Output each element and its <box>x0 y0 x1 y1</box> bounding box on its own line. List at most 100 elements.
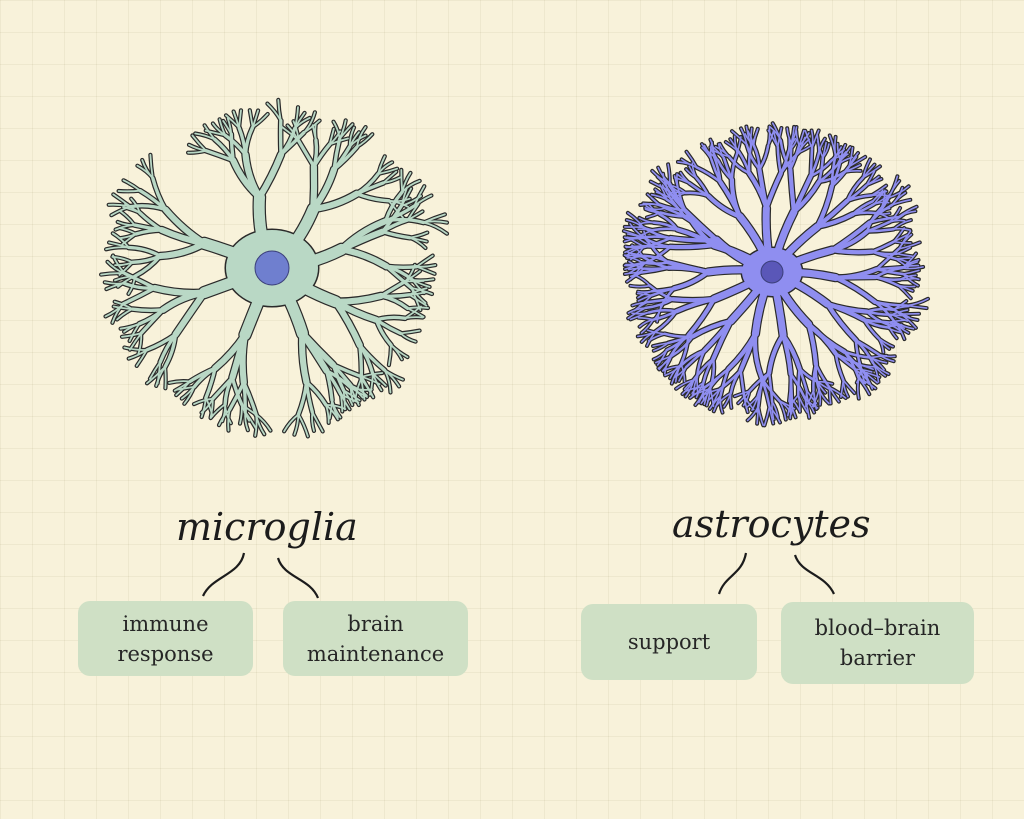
process-branch <box>872 362 887 377</box>
process-branch <box>688 181 710 198</box>
process-branch <box>390 344 403 361</box>
process-branch <box>128 322 141 342</box>
process-branch <box>810 129 814 149</box>
process-branch <box>652 342 670 347</box>
process-branch <box>123 346 148 351</box>
process-branch <box>886 323 903 329</box>
process-branch <box>127 245 162 258</box>
process-branch <box>663 179 680 193</box>
process-branch <box>818 388 822 406</box>
process-branch <box>399 329 421 335</box>
process-branch <box>684 349 706 369</box>
process-branch <box>355 181 385 196</box>
process-branch <box>649 203 667 209</box>
process-branch <box>893 234 909 243</box>
process-branch <box>858 377 871 395</box>
process-branch <box>155 365 166 387</box>
process-branch <box>629 284 651 288</box>
process-branch <box>242 380 247 414</box>
process-branch <box>130 307 165 313</box>
process-branch <box>694 386 706 406</box>
process-branch <box>132 223 164 232</box>
process-branch <box>729 369 742 395</box>
process-branch <box>706 194 743 219</box>
process-branch <box>255 413 266 436</box>
process-branch <box>709 357 716 390</box>
process-branch <box>891 192 907 206</box>
process-branch <box>646 329 666 335</box>
process-branch <box>668 185 677 199</box>
process-branch <box>696 376 699 396</box>
process-branch <box>892 219 912 230</box>
process-branch <box>631 301 649 307</box>
nucleus <box>254 250 290 286</box>
process-branch <box>889 214 905 223</box>
process-branch <box>310 163 318 213</box>
process-branch <box>296 138 316 169</box>
process-branch <box>892 227 911 231</box>
process-branch <box>104 303 125 318</box>
astrocytes-title: astrocytes <box>672 502 871 546</box>
process-branch <box>898 241 921 250</box>
process-branch <box>667 163 671 184</box>
process-branch <box>818 137 826 154</box>
process-branch <box>137 332 143 356</box>
process-branch <box>388 344 392 366</box>
process-branch <box>869 356 888 364</box>
process-branch <box>790 126 795 144</box>
process-branch <box>649 207 667 211</box>
process-branch <box>702 318 733 353</box>
process-branch <box>119 210 136 226</box>
process-branch <box>669 334 690 358</box>
process-branch <box>637 228 654 231</box>
process-branch <box>114 261 134 267</box>
process-branch <box>901 266 924 270</box>
process-branch <box>739 369 746 398</box>
process-branch <box>760 377 771 408</box>
process-branch <box>778 400 787 421</box>
process-branch <box>767 332 786 376</box>
process-branch <box>149 361 162 380</box>
process-branch <box>158 226 208 247</box>
process-branch <box>625 255 643 264</box>
process-branch <box>668 236 719 243</box>
process-branch <box>772 130 779 148</box>
process-branch <box>377 161 393 175</box>
process-branch <box>842 379 849 398</box>
process-branch <box>679 334 690 366</box>
process-branch <box>124 203 141 214</box>
microglia-cell-drawing <box>99 97 450 439</box>
process-branch <box>638 318 654 328</box>
process-branch <box>410 287 427 304</box>
process-branch <box>279 126 297 157</box>
process-branch <box>360 375 374 398</box>
process-branch <box>325 404 347 410</box>
process-branch <box>722 156 734 181</box>
process-branch <box>674 196 691 219</box>
process-branch <box>191 134 207 152</box>
process-branch <box>789 372 794 400</box>
process-branch <box>740 127 748 146</box>
process-branch <box>338 119 347 140</box>
process-branch <box>731 130 748 146</box>
process-branch <box>360 372 384 378</box>
process-branch <box>404 270 421 283</box>
process-branch <box>667 335 695 345</box>
process-branch <box>304 380 328 407</box>
process-branch <box>122 281 157 290</box>
process-branch <box>870 240 896 253</box>
process-branch <box>203 124 216 141</box>
process-branch <box>255 413 272 432</box>
process-branch <box>791 173 813 214</box>
process-branch <box>626 246 644 256</box>
process-branch <box>637 294 653 302</box>
process-branch <box>674 296 717 314</box>
process-branch <box>764 171 783 211</box>
process-branch <box>408 293 428 307</box>
process-branch <box>803 397 815 414</box>
process-branch <box>401 172 412 193</box>
process-branch <box>175 385 196 391</box>
process-branch <box>874 275 902 281</box>
process-branch <box>374 315 407 322</box>
